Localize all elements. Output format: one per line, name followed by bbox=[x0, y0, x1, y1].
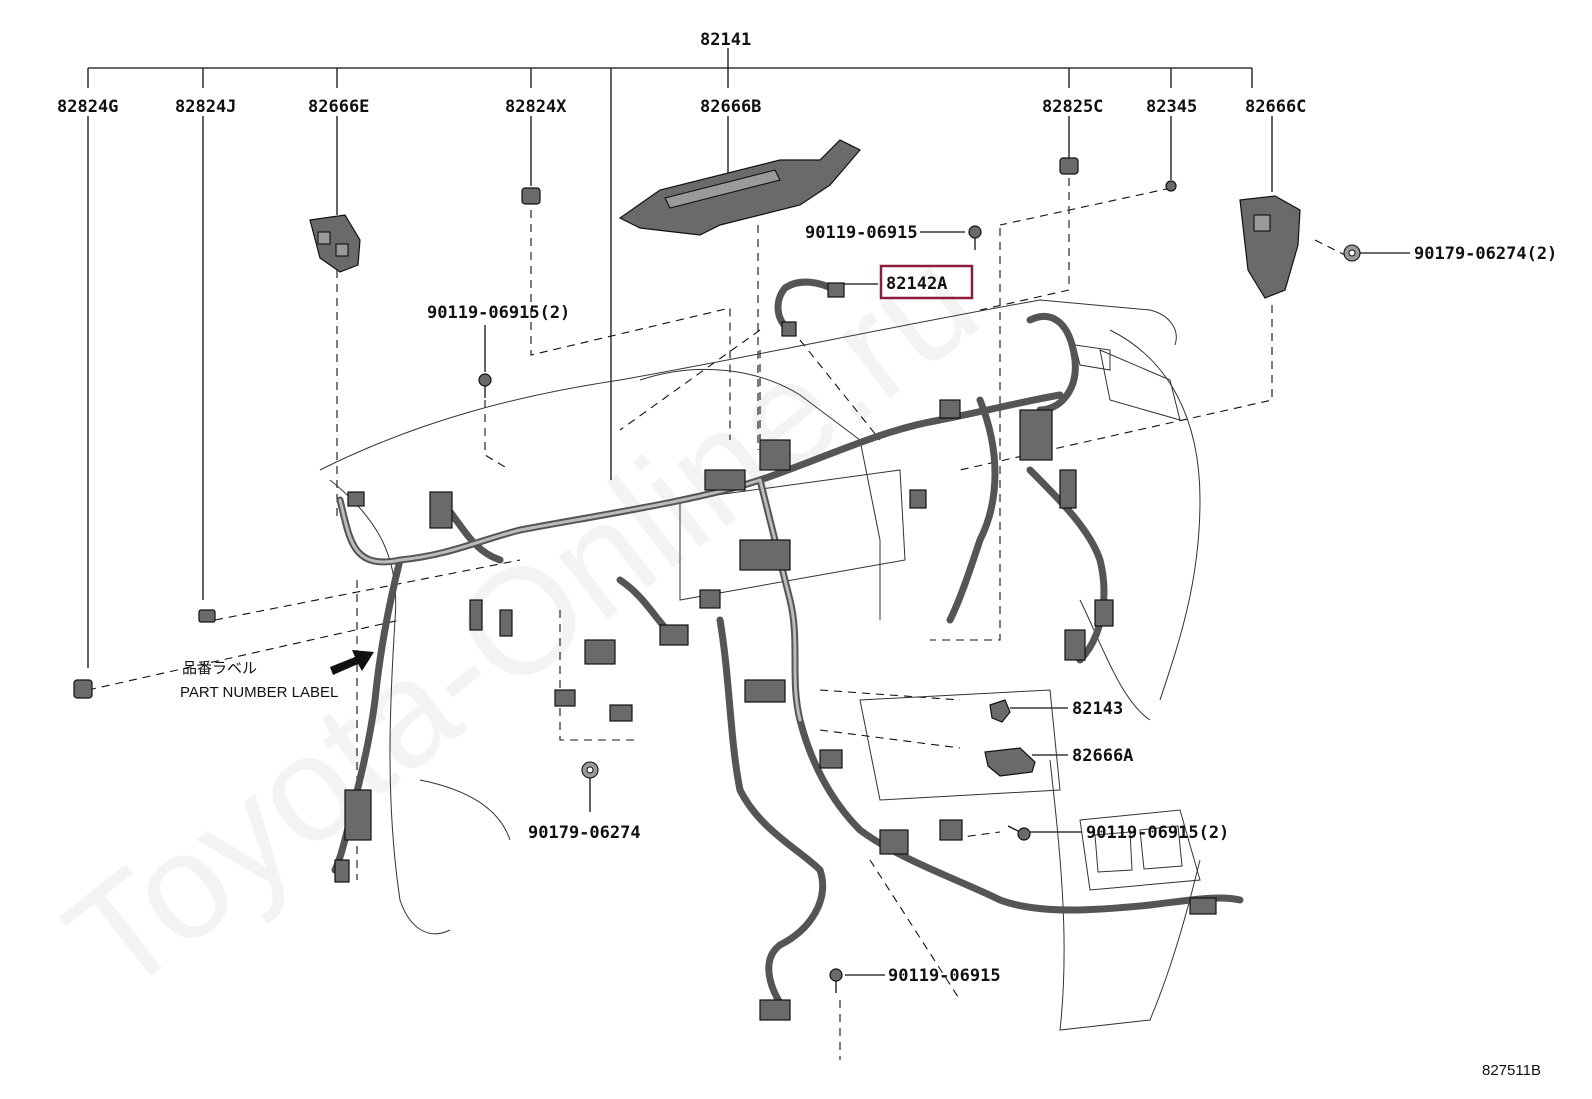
part-82666e-bracket bbox=[309, 214, 361, 273]
part-82142a-harness bbox=[774, 278, 845, 337]
dashboard-outline bbox=[319, 299, 1201, 1031]
watermark: Toyota-Online.ru bbox=[36, 215, 1007, 1025]
part-label-jp: 品番ラベル bbox=[182, 660, 257, 677]
label-82345: 82345 bbox=[1146, 97, 1197, 117]
label-82824x: 82824X bbox=[505, 97, 567, 117]
labels: 82141 82824G 82824J 82666E 82824X 82666B… bbox=[57, 30, 1557, 1079]
leader-lines bbox=[87, 116, 1410, 976]
part-82824x-clip bbox=[521, 187, 541, 205]
label-82824j: 82824J bbox=[175, 97, 236, 117]
label-bolt-top: 90119-06915 bbox=[805, 223, 918, 243]
harness-connectors bbox=[334, 399, 1217, 1021]
label-82141: 82141 bbox=[700, 30, 751, 50]
label-82142a: 82142A bbox=[886, 274, 947, 294]
bolt-bottom bbox=[829, 968, 843, 993]
part-82666c-bracket bbox=[1239, 195, 1301, 299]
label-bolt-right: 90119-06915(2) bbox=[1086, 823, 1229, 843]
part-82143-clamp bbox=[989, 699, 1011, 723]
highlight-box bbox=[879, 264, 974, 300]
part-82824j-clip bbox=[198, 609, 216, 623]
top-bracket bbox=[87, 48, 1253, 480]
label-82825c: 82825C bbox=[1042, 97, 1103, 117]
label-bolt-left: 90119-06915(2) bbox=[427, 303, 570, 323]
label-82143: 82143 bbox=[1072, 699, 1123, 719]
bolt-top bbox=[968, 225, 982, 250]
part-82825c-clip bbox=[1059, 157, 1079, 175]
wire-harness bbox=[331, 312, 1244, 1014]
label-82666a: 82666A bbox=[1072, 746, 1133, 766]
nut-bottom bbox=[581, 761, 599, 779]
part-82666a-bracket bbox=[984, 747, 1036, 777]
nut-right bbox=[1343, 244, 1361, 262]
part-82666b-bracket bbox=[618, 139, 861, 236]
part-number-arrow bbox=[330, 650, 374, 675]
figure-code: 827511B bbox=[1482, 1062, 1541, 1079]
label-nut-right: 90179-06274(2) bbox=[1414, 244, 1557, 264]
bolt-right bbox=[1007, 825, 1031, 841]
part-label-en: PART NUMBER LABEL bbox=[180, 684, 338, 701]
dashed-lines bbox=[87, 178, 1346, 1060]
label-bolt-bottom: 90119-06915 bbox=[888, 966, 1001, 986]
part-82824g-clip bbox=[73, 679, 93, 699]
part-82345-clip bbox=[1165, 180, 1177, 192]
label-nut-bottom: 90179-06274 bbox=[528, 823, 641, 843]
label-82666e: 82666E bbox=[308, 97, 369, 117]
bolt-left bbox=[478, 373, 492, 398]
label-82666c: 82666C bbox=[1245, 97, 1306, 117]
label-82666b: 82666B bbox=[700, 97, 761, 117]
label-82824g: 82824G bbox=[57, 97, 118, 117]
